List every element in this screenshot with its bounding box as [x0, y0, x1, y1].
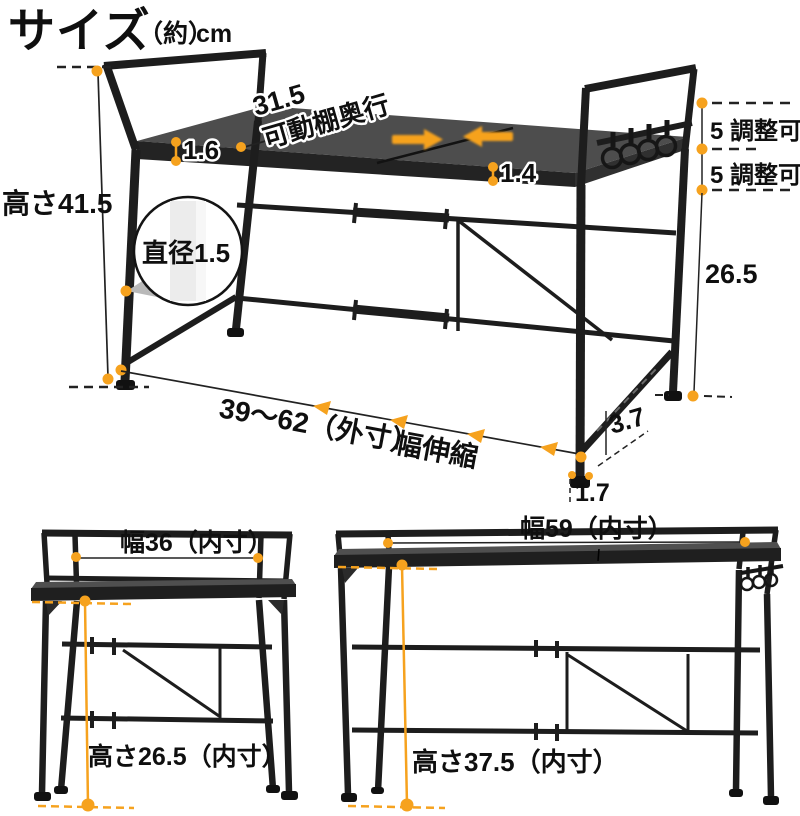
thickness-left-dimension: 1.6 — [171, 133, 222, 168]
bottom-rail-label: 3.7 — [605, 401, 648, 440]
lower-bar-sleeve — [352, 304, 450, 323]
compact-foot-3 — [281, 791, 298, 800]
title-approx: （約） — [138, 19, 213, 48]
extended-legs — [337, 566, 775, 798]
extended-foot-3 — [729, 789, 743, 797]
compact-brace — [122, 648, 222, 720]
compact-foot-1 — [34, 792, 51, 801]
extended-height-label: 高さ37.5（内寸） — [412, 747, 619, 777]
extended-hooks-icon — [739, 563, 784, 592]
side-inner-height-label: 26.5 — [705, 259, 758, 289]
lower-bar-clamps — [352, 299, 449, 330]
extended-foot-1 — [341, 793, 357, 802]
left-guard-top-bar — [103, 49, 267, 70]
right-rail-slots — [596, 366, 659, 432]
rear-right-foot — [664, 391, 682, 401]
diameter-callout: 直径1.5 — [120, 195, 244, 307]
lower-telescoping-bar — [236, 295, 675, 344]
compact-width-dimension: 幅36（内寸） — [71, 528, 273, 563]
compact-height-dimension: 高さ26.5（内寸） — [31, 595, 287, 812]
right-guard-front-post — [577, 87, 590, 187]
compact-upper-bar-clamps — [90, 637, 116, 655]
left-guard-rear-post — [254, 52, 267, 123]
right-side-rail — [578, 349, 675, 455]
front-left-foot — [116, 380, 135, 390]
compact-lower-bar-clamps — [90, 711, 116, 729]
compact-height-label: 高さ26.5（内寸） — [88, 742, 287, 771]
compact-shelf-top — [31, 579, 296, 589]
extended-width-label: 幅59（内寸） — [520, 514, 673, 543]
right-guard-rear-post — [681, 68, 698, 151]
s-hooks-icon — [600, 120, 678, 170]
right-guard-top-bar — [584, 64, 697, 93]
front-left-leg — [120, 149, 141, 382]
extended-rack-drawing — [334, 526, 784, 805]
thickness-right-dimension: 1.4 — [488, 156, 539, 191]
compact-legs — [38, 599, 293, 794]
compact-gusset-left — [46, 601, 62, 616]
foot-height-dimension: 1.7 — [568, 471, 610, 507]
extended-shelf-front — [334, 548, 781, 568]
thickness-right-label: 1.4 — [500, 158, 537, 188]
compact-guard-top-bar — [41, 529, 293, 539]
title-block: サイズ （約） cm — [8, 4, 232, 57]
guard-adjust-upper-label: 5 調整可 — [710, 117, 800, 145]
extended-shelf-seam — [597, 548, 600, 562]
compact-rack-drawing — [31, 529, 298, 801]
overall-height-dimension: 高さ41.5 — [2, 65, 149, 389]
width-extension-dimension: 39〜62（外寸） 幅伸縮 — [120, 370, 587, 473]
guard-adjust-dimension: 5 調整可 5 調整可 — [696, 97, 800, 196]
diameter-point-dot — [120, 285, 132, 297]
extended-height-dimension: 高さ37.5（内寸） — [337, 559, 619, 812]
compact-posts — [41, 532, 293, 601]
extended-brace — [565, 652, 690, 734]
rear-left-leg — [232, 120, 262, 330]
extended-gusset-left — [342, 568, 358, 583]
extended-foot-4 — [763, 796, 779, 805]
slide-arrow-left-icon — [463, 126, 513, 147]
extended-width-dimension: 幅59（内寸） — [383, 514, 750, 548]
overall-height-label: 高さ41.5 — [2, 188, 113, 219]
rear-right-leg — [669, 148, 689, 393]
extended-foot-2 — [371, 787, 384, 794]
left-guard-front-post — [102, 62, 140, 152]
pole-diameter-label: 直径1.5 — [142, 238, 230, 268]
extended-guard-top-bar — [335, 526, 779, 538]
foot-height-label: 1.7 — [575, 479, 610, 507]
extension-arrowheads-icon — [313, 401, 558, 456]
compact-foot-2 — [54, 786, 68, 794]
left-side-rail — [121, 294, 238, 368]
side-inner-height-dimension: 26.5 — [655, 192, 758, 402]
pole-sample-shade — [196, 201, 206, 301]
front-right-foot — [570, 476, 590, 488]
brace-diagonal — [457, 219, 614, 342]
guard-adjust-lower-label: 5 調整可 — [710, 161, 800, 189]
extended-shelf-top — [334, 542, 781, 556]
extended-lower-bar-clamps — [534, 723, 559, 741]
page-title: サイズ — [8, 4, 151, 57]
upper-bar-clamps — [352, 202, 449, 230]
width-range-label: 39〜62（外寸） — [217, 391, 422, 459]
compact-foot-4 — [266, 785, 280, 793]
title-unit: cm — [196, 20, 232, 48]
compact-lower-bar — [60, 715, 274, 724]
slide-arrow-right-icon — [392, 129, 443, 150]
rear-left-foot — [227, 328, 244, 337]
thickness-left-label: 1.6 — [183, 135, 219, 165]
compact-gusset-right — [268, 600, 284, 615]
compact-upper-bar — [61, 641, 273, 650]
upper-bar-sleeve — [352, 207, 450, 223]
extended-upper-bar-clamps — [534, 640, 559, 658]
bottom-rail-dimension: 3.7 — [597, 401, 649, 467]
compact-shelf-front — [31, 584, 296, 601]
compact-width-label: 幅36（内寸） — [120, 528, 273, 557]
shelf-front-face — [137, 141, 575, 187]
